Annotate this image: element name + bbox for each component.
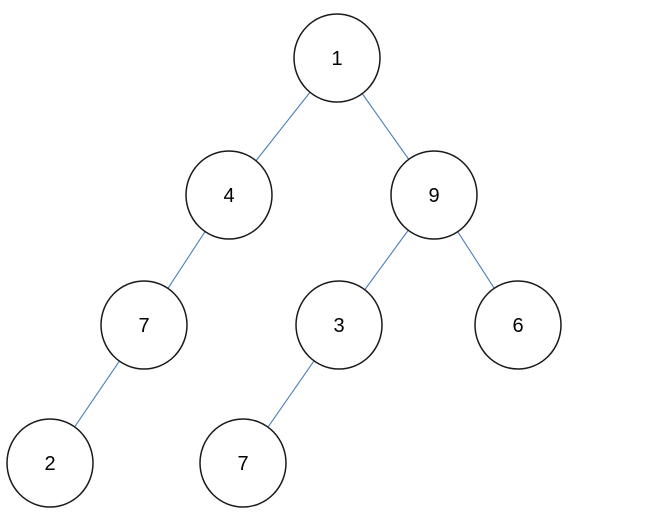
tree-node-1-d0[interactable]: 1 xyxy=(293,13,381,103)
node-label: 4 xyxy=(223,185,234,207)
tree-edge-9-to-3 xyxy=(364,229,409,291)
tree-edges-layer xyxy=(74,91,495,428)
node-circle xyxy=(100,280,188,370)
tree-edge-1-to-4 xyxy=(255,91,311,162)
tree-edge-4-to-7 xyxy=(167,231,206,289)
tree-edge-9-to-6 xyxy=(457,231,495,289)
node-circle xyxy=(185,150,273,240)
tree-node-3-d2[interactable]: 3 xyxy=(295,280,383,370)
node-circle xyxy=(390,150,478,240)
tree-edge-7-to-2 xyxy=(74,360,120,428)
node-circle xyxy=(6,418,94,508)
tree-node-2-d3[interactable]: 2 xyxy=(6,418,94,508)
node-label: 3 xyxy=(333,315,344,337)
node-label: 7 xyxy=(237,453,248,475)
node-label: 1 xyxy=(331,48,342,70)
tree-node-9-d1[interactable]: 9 xyxy=(390,150,478,240)
node-label: 2 xyxy=(44,453,55,475)
node-circle xyxy=(293,13,381,103)
tree-node-7-d3[interactable]: 7 xyxy=(199,418,287,508)
node-label: 9 xyxy=(428,185,439,207)
node-circle xyxy=(474,280,562,370)
node-circle xyxy=(295,280,383,370)
tree-edge-1-to-9 xyxy=(361,93,410,160)
node-label: 7 xyxy=(138,315,149,337)
tree-node-4-d1[interactable]: 4 xyxy=(185,150,273,240)
tree-node-6-d2[interactable]: 6 xyxy=(474,280,562,370)
tree-edge-3-to-7 xyxy=(267,360,315,428)
node-label: 6 xyxy=(512,315,523,337)
tree-nodes-layer: 1 4 9 7 3 6 2 7 xyxy=(6,13,562,508)
tree-node-7-d2[interactable]: 7 xyxy=(100,280,188,370)
node-circle xyxy=(199,418,287,508)
